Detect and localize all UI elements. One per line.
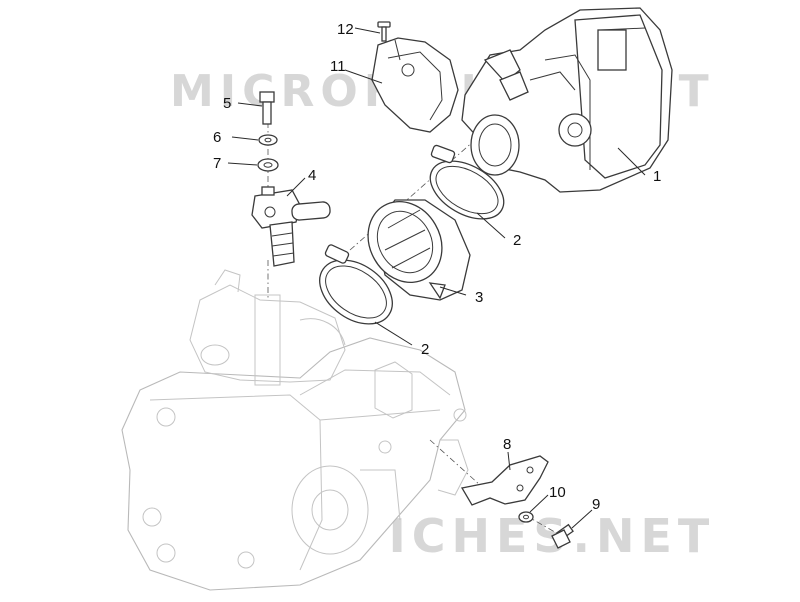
callout-1: 1 (653, 168, 661, 185)
intake-manifold-part (367, 199, 471, 301)
bolt-part-9 (551, 523, 574, 549)
callout-12: 12 (337, 21, 354, 38)
callout-2-lower: 2 (421, 341, 429, 358)
engine-crankcase (121, 269, 469, 591)
washer-part-10 (518, 511, 534, 523)
callout-6: 6 (213, 129, 221, 146)
leader-lines (227, 27, 646, 529)
callout-5: 5 (223, 95, 231, 112)
callout-8: 8 (503, 436, 511, 453)
callout-11: 11 (330, 58, 346, 75)
hose-clamp-upper-part (429, 144, 505, 220)
washer-part-7 (257, 158, 279, 172)
callout-2-upper: 2 (513, 232, 521, 249)
callout-labels: 1 2 3 2 4 5 6 7 8 9 10 11 12 (213, 21, 661, 513)
callout-3: 3 (475, 289, 483, 306)
callout-7: 7 (213, 155, 221, 172)
callout-10: 10 (549, 484, 566, 501)
hose-clamp-lower-part (319, 244, 393, 325)
callout-9: 9 (592, 496, 600, 513)
screw-part (377, 21, 391, 42)
callout-4: 4 (308, 167, 316, 184)
washer-part-6 (258, 134, 278, 146)
cover-bracket-part (371, 37, 459, 133)
bracket-part (460, 455, 549, 506)
throttle-body-part (461, 7, 673, 193)
fuel-injector-part (251, 186, 331, 267)
bolt-part-5 (259, 91, 275, 125)
